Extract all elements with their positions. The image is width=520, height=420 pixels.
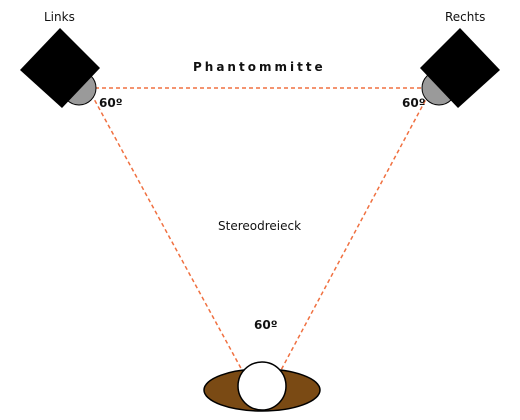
left-angle-label: 60º bbox=[99, 96, 123, 110]
right-angle-label: 60º bbox=[402, 96, 426, 110]
triangle-label: Stereodreieck bbox=[218, 219, 302, 233]
left-speaker-icon bbox=[20, 28, 100, 108]
listener-angle-label: 60º bbox=[254, 318, 278, 332]
right-listener-line bbox=[279, 87, 433, 373]
right-speaker-icon bbox=[420, 28, 500, 108]
left-speaker-label: Links bbox=[44, 10, 75, 24]
left-listener-line bbox=[87, 87, 244, 373]
phantom-center-label: Phantommitte bbox=[193, 60, 326, 74]
listener-icon bbox=[203, 361, 321, 412]
right-speaker-label: Rechts bbox=[445, 10, 486, 24]
